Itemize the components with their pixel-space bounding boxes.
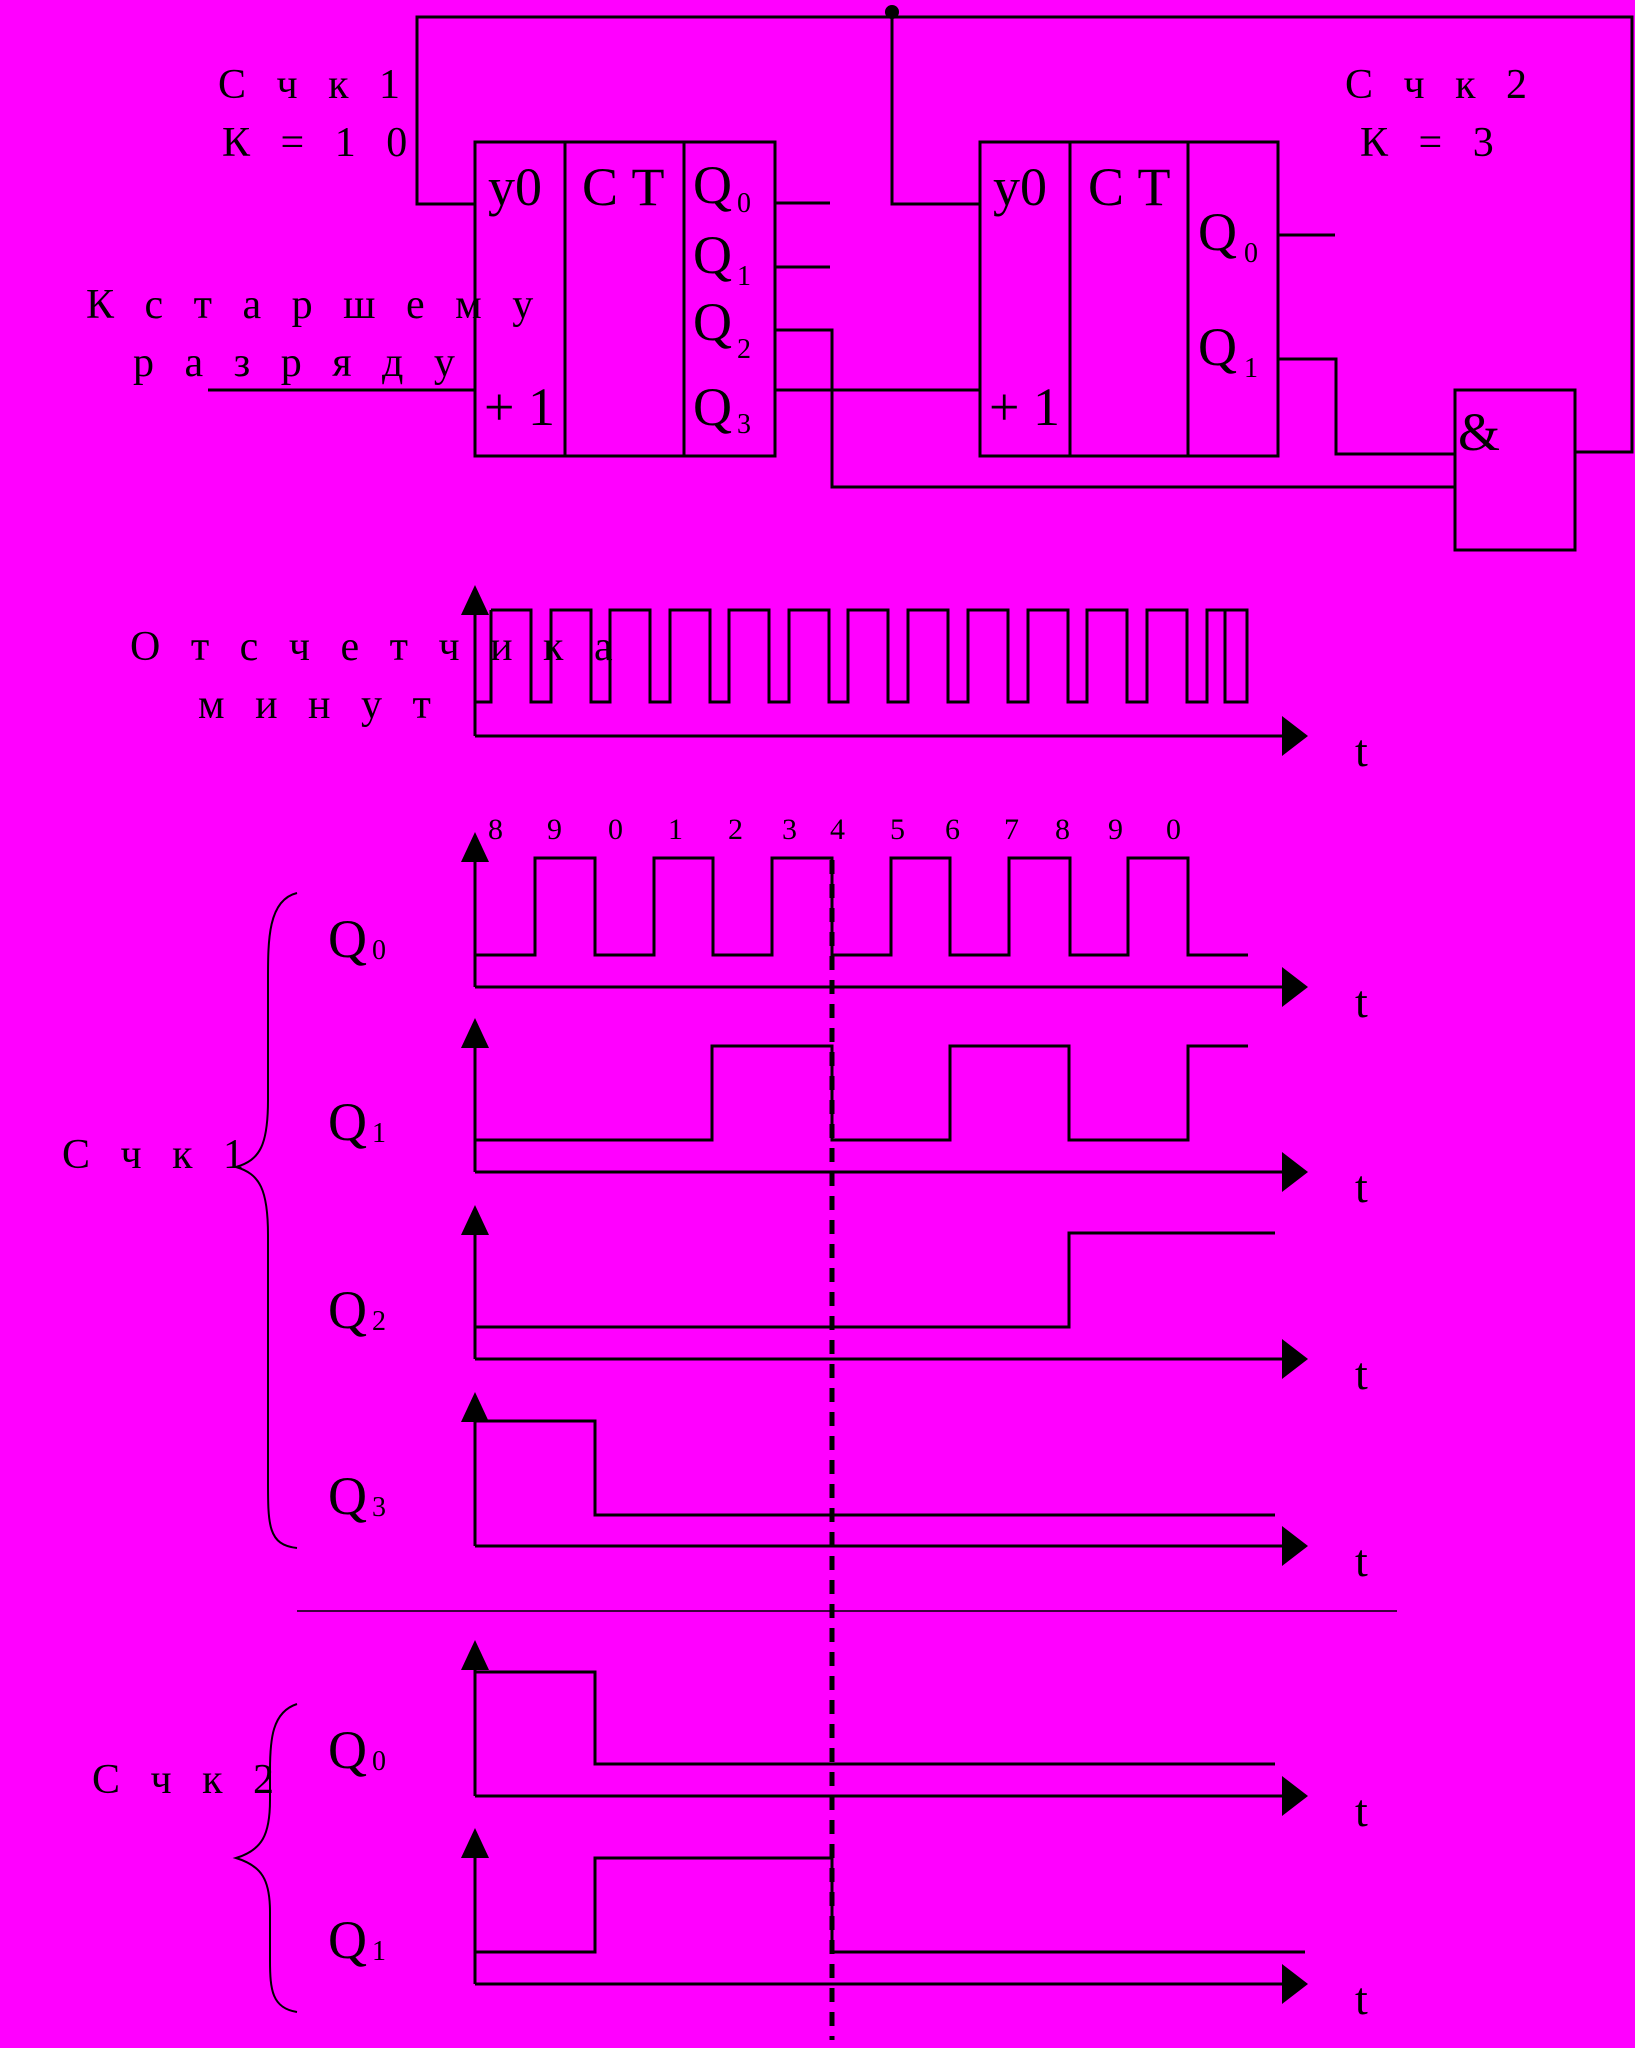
brace-counter1 (232, 892, 298, 1549)
row-label-index-2: 2 (372, 1306, 386, 1337)
and-gate-symbol: & (1458, 402, 1500, 462)
input-label-line1: К с т а р ш е м у (86, 282, 543, 328)
t-label-3: t (1355, 1348, 1368, 1399)
count-label-1: 9 (547, 813, 562, 846)
c1-q2-label: Q (693, 292, 732, 352)
c1-q3-t-arrow (1282, 1526, 1308, 1566)
group-label-counter1: С ч к 1 (62, 1132, 254, 1178)
count-label-4: 2 (728, 813, 743, 846)
row-label-q1: Q (328, 1092, 367, 1152)
c1-q1-waveform (475, 1044, 1248, 1142)
clock-y-arrow (461, 585, 489, 615)
input-label-line2: р а з р я д у (133, 340, 465, 386)
c2-q1-y-arrow (461, 1828, 489, 1858)
q2-to-and-wire (775, 328, 1455, 489)
c1-q3-index: 3 (737, 409, 751, 440)
clock-t-arrow (1282, 716, 1308, 756)
brace-counter2 (232, 1703, 298, 2013)
c1-ct-label: С Т (582, 157, 665, 217)
counter2-block (978, 140, 1280, 458)
c2-ct-label: С Т (1088, 157, 1171, 217)
row-label-q3: Q (328, 1466, 367, 1526)
row-label-index-0: 0 (372, 935, 386, 966)
row-label-index-3: 3 (372, 1492, 386, 1523)
count-label-9: 7 (1004, 813, 1019, 846)
c1-q2-y-arrow (461, 1205, 489, 1235)
t-label-2: t (1355, 1161, 1368, 1212)
c2-plus-label: + 1 (989, 377, 1060, 437)
c1-q3-y-arrow (461, 1392, 489, 1422)
row-label-index-4: 0 (372, 1746, 386, 1777)
c1-q0-t-arrow (1282, 967, 1308, 1007)
t-label-1: t (1355, 976, 1368, 1027)
count-label-5: 3 (782, 813, 797, 846)
timing-axes (461, 585, 1308, 2004)
t-label-4: t (1355, 1535, 1368, 1586)
group-label-counter2: С ч к 2 (92, 1757, 284, 1803)
count-label-8: 6 (945, 813, 960, 846)
junction-dot (885, 5, 899, 19)
c2-reset-label: у0 (993, 157, 1047, 217)
count-label-10: 8 (1055, 813, 1070, 846)
c2-q0-t-arrow (1282, 1776, 1308, 1816)
t-label-5: t (1355, 1785, 1368, 1836)
count-label-0: 8 (488, 813, 503, 846)
c2-q1-waveform (475, 1856, 1305, 1954)
count-label-2: 0 (608, 813, 623, 846)
counter1-block (473, 140, 777, 458)
c2-q0-y-arrow (461, 1640, 489, 1670)
c2-q1-index: 1 (1244, 353, 1258, 384)
c1-q0-y-arrow (461, 832, 489, 862)
counter1-modulus: К = 1 0 (222, 120, 417, 166)
row-label-q2: Q (328, 1280, 367, 1340)
row-label-index-1: 1 (372, 1118, 386, 1149)
t-label-0: t (1355, 725, 1368, 776)
c1-plus-label: + 1 (484, 377, 555, 437)
c1-q3-waveform (475, 1419, 1275, 1517)
c1-q1-index: 1 (737, 261, 751, 292)
c1-q1-y-arrow (461, 1018, 489, 1048)
row-label-q5: Q (328, 1910, 367, 1970)
c1-q0-label: Q (693, 155, 732, 215)
c1-q1-label: Q (693, 225, 732, 285)
c2-q0-waveform (475, 1670, 1275, 1766)
clock-waveform (491, 608, 1249, 704)
c1-q2-index: 2 (737, 334, 751, 365)
c1-q2-t-arrow (1282, 1339, 1308, 1379)
feedback-wire (415, 15, 1634, 454)
row-label-index-5: 1 (372, 1936, 386, 1967)
feedback-branch-wire (890, 17, 980, 206)
row-label-q0: Q (328, 909, 367, 969)
counter1-title: С ч к 1 (218, 62, 410, 108)
counter2-modulus: К = 3 (1360, 120, 1504, 166)
waveforms (475, 608, 1305, 1954)
c2-q1-label: Q (1198, 317, 1237, 377)
time-labels: t t t t t t t (1355, 725, 1368, 2024)
c1-q0-waveform (475, 856, 1248, 957)
c2-q0-label: Q (1198, 202, 1237, 262)
counter2-title: С ч к 2 (1345, 62, 1537, 108)
count-label-7: 5 (890, 813, 905, 846)
c1-reset-label: у0 (488, 157, 542, 217)
t-label-6: t (1355, 1973, 1368, 2024)
clock-label-line2: м и н у т (198, 682, 441, 728)
clock-waveform-start (475, 610, 493, 704)
c2-q0-index: 0 (1244, 238, 1258, 269)
count-label-3: 1 (668, 813, 683, 846)
count-label-11: 9 (1108, 813, 1123, 846)
c1-q1-t-arrow (1282, 1152, 1308, 1192)
c1-q2-waveform (475, 1231, 1275, 1329)
c1-q0-index: 0 (737, 188, 751, 219)
c2-q1-t-arrow (1282, 1964, 1308, 2004)
and-gate (1453, 388, 1577, 552)
q1-to-and-wire (1278, 357, 1455, 456)
c1-q3-label: Q (693, 377, 732, 437)
clock-label-line1: О т с ч е т ч и к а (130, 624, 623, 670)
row-label-q4: Q (328, 1720, 367, 1780)
count-label-6: 4 (830, 813, 845, 846)
count-label-12: 0 (1166, 813, 1181, 846)
